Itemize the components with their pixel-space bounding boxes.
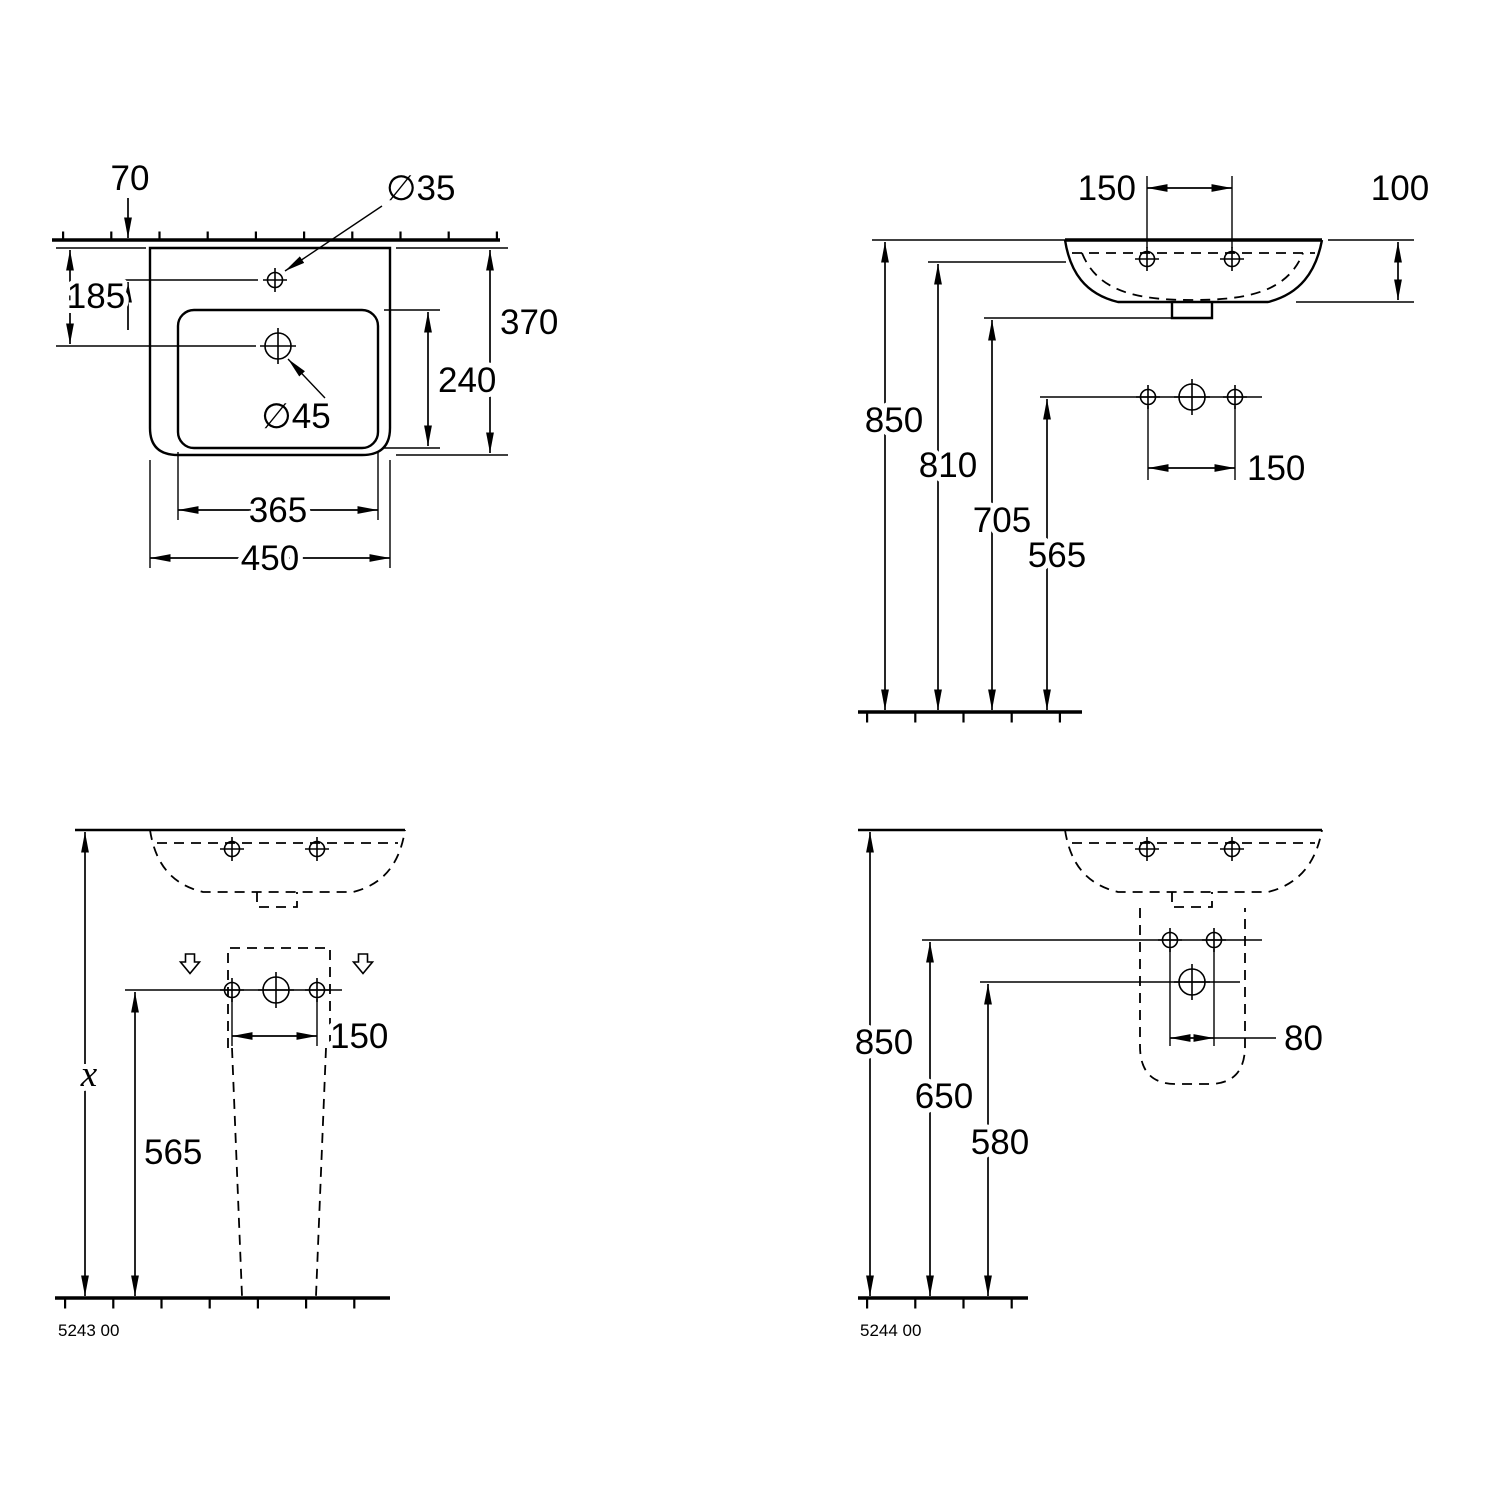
fixing-hole-icon: [304, 836, 330, 862]
dim-supply-height: 650: [910, 942, 978, 1296]
dim-rear-to-waste: 185: [56, 247, 256, 347]
dim-bowl-width: 365: [177, 452, 379, 535]
dim-label-240: 240: [438, 361, 496, 400]
product-code: 5243 00: [58, 1321, 119, 1340]
dim-height-x: x: [75, 832, 103, 1296]
dim-label-80: 80: [1284, 1019, 1323, 1058]
dim-label-150-top: 150: [1078, 169, 1136, 208]
dim-label-850: 850: [855, 1023, 913, 1062]
bowl-outline: [176, 308, 380, 450]
fixing-hole-icon: [1134, 836, 1160, 862]
fixing-hole-icon: [1219, 246, 1245, 272]
trap-cover-hidden: [1139, 908, 1246, 1085]
leader-line: [287, 358, 326, 399]
callout-tap-hole-diameter: ∅35: [284, 164, 460, 272]
waste-connection-icon: [257, 971, 295, 1009]
waste-outlet-stub-hidden: [1171, 892, 1213, 908]
basin-front-outline: [1063, 239, 1324, 304]
waste-connection-icon: [1173, 963, 1211, 1001]
dim-label-370: 370: [500, 303, 558, 342]
dim-rim-height: 850: [860, 242, 928, 710]
dim-apron-height: 100: [1296, 164, 1434, 303]
dim-label-565: 565: [1028, 536, 1086, 575]
dim-label-565: 565: [144, 1133, 202, 1172]
dim-supply-height: 565: [131, 992, 207, 1296]
dim-depth: 370: [396, 247, 563, 456]
supply-connection-icon: [219, 977, 245, 1003]
basin-outline-hidden: [149, 829, 406, 893]
dim-underside-height: 705: [968, 317, 1212, 710]
flow-direction-arrow-icon: [352, 953, 374, 975]
waste-connection-icon: [1173, 378, 1211, 416]
dia-label-45: ∅45: [261, 397, 330, 436]
dim-label-100: 100: [1371, 169, 1429, 208]
dim-label-x: x: [80, 1054, 98, 1095]
dim-label-185: 185: [67, 277, 125, 316]
dim-supply-spacing: 150: [1147, 406, 1310, 493]
dim-label-150: 150: [330, 1017, 388, 1056]
supply-connection-icon: [1201, 927, 1227, 953]
tap-hole-icon: [262, 267, 288, 293]
dim-supply-height: 565: [1023, 399, 1091, 710]
waste-outlet-stub: [1170, 302, 1214, 320]
dim-label-150-mid: 150: [1247, 449, 1305, 488]
dim-label-810: 810: [919, 446, 977, 485]
dim-fixing-hole-spacing: 150: [1073, 164, 1233, 248]
dim-label-365: 365: [249, 491, 307, 530]
supply-connection-icon: [1157, 927, 1183, 953]
pedestal-side-hidden: [315, 1047, 327, 1297]
leader-line: [284, 205, 383, 272]
fixing-hole-icon: [1219, 836, 1245, 862]
pedestal-view: 150 x 565 5243 00: [55, 828, 406, 1340]
pedestal-side-hidden: [231, 1047, 243, 1297]
dim-supply-spacing: 150: [231, 999, 393, 1061]
dim-waste-spacing: 80: [1169, 949, 1328, 1063]
fixing-hole-icon: [219, 836, 245, 862]
dim-waste-height: 580: [966, 984, 1034, 1296]
dim-overall-width: 450: [149, 460, 391, 583]
dim-label-650: 650: [915, 1077, 973, 1116]
dim-label-450: 450: [241, 539, 299, 578]
supply-connection-icon: [304, 977, 330, 1003]
dim-label-850: 850: [865, 401, 923, 440]
dim-fixing-height: 810: [914, 261, 1066, 710]
waste-outlet-stub-hidden: [256, 892, 298, 908]
flow-direction-arrow-icon: [179, 953, 201, 975]
callout-waste-diameter: ∅45: [256, 358, 336, 441]
dim-label-70: 70: [111, 159, 150, 198]
bowl-hidden-line: [1081, 252, 1304, 301]
fixing-hole-icon: [1134, 246, 1160, 272]
product-code: 5244 00: [860, 1321, 921, 1340]
waste-hole-icon: [259, 327, 297, 365]
supply-connection-icon: [1222, 384, 1248, 410]
basin-outline-hidden: [1064, 829, 1323, 893]
dim-rim-height: 850: [850, 832, 918, 1296]
basin-outline: [148, 246, 392, 457]
trap-view: 80 850 650 580 5244 00: [850, 828, 1328, 1340]
plan-view: 70 185 ∅35 ∅45 370 240 365 450: [52, 154, 563, 583]
dim-label-580: 580: [971, 1123, 1029, 1162]
supply-connection-icon: [1135, 384, 1161, 410]
pedestal-recess-hidden: [227, 947, 331, 1048]
dim-label-705: 705: [973, 501, 1031, 540]
dim-bowl-depth: 240: [384, 309, 501, 449]
elevation-view: 150 100 150 850 810 705 565: [858, 164, 1434, 723]
dia-label-35: ∅35: [386, 169, 455, 208]
dim-tap-hole-offset: 70: [106, 154, 258, 330]
